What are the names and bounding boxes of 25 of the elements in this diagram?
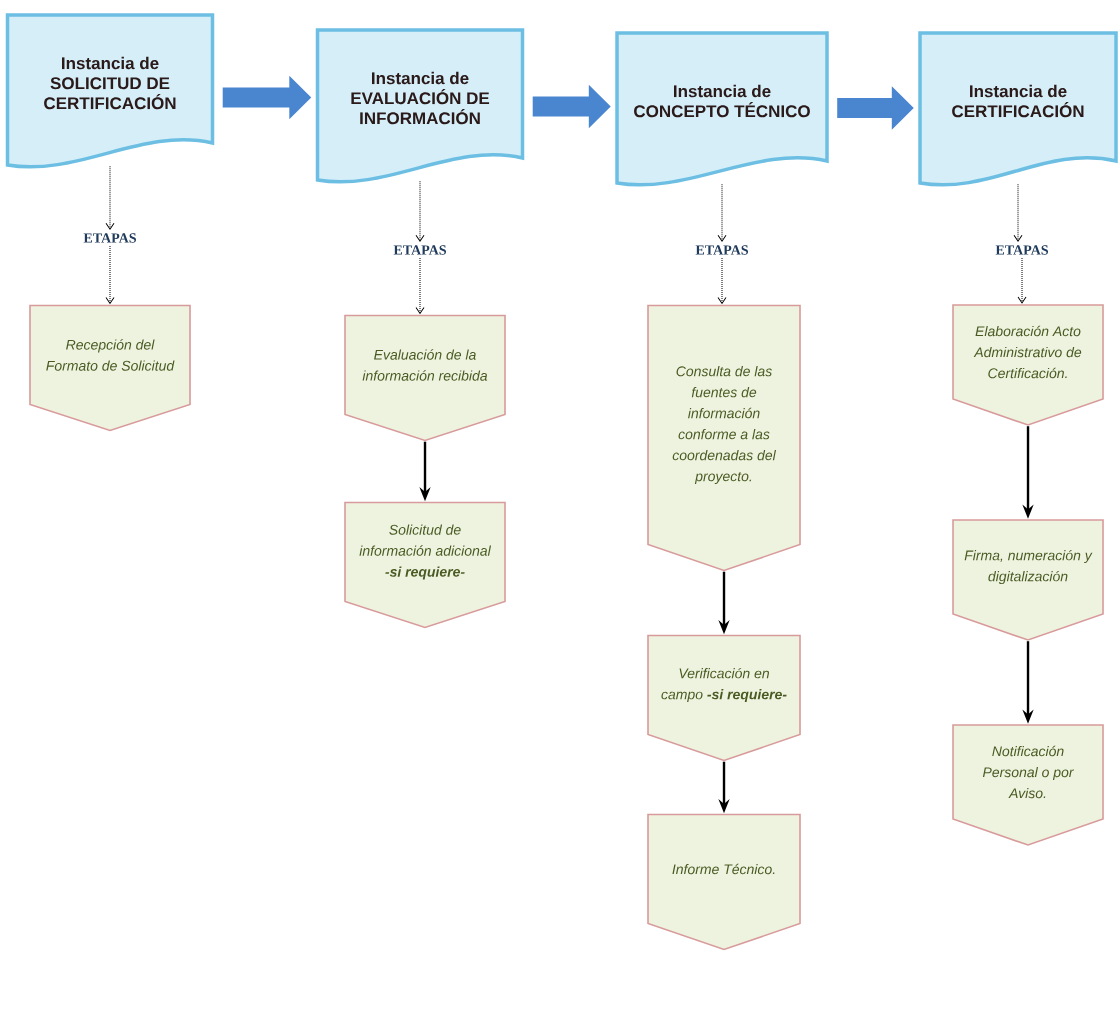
dotted-arrow	[1013, 183, 1023, 242]
step-chevron-box: Verificación en campo -si requiere-	[647, 634, 801, 762]
stage-label: ETAPAS	[995, 245, 1048, 255]
dotted-arrow	[415, 180, 425, 242]
dotted-arrow	[105, 165, 115, 230]
stage-label: ETAPAS	[695, 245, 748, 255]
step-chevron-box: Notificación Personal o por Aviso.	[952, 724, 1104, 846]
step-chevron-box: Informe Técnico.	[647, 813, 801, 951]
stage-header-box: Instancia de SOLICITUD DE CERTIFICACIÓN	[5, 13, 215, 169]
dotted-arrow	[1017, 257, 1027, 304]
stage-label: ETAPAS	[83, 233, 136, 243]
dotted-arrow	[105, 245, 115, 304]
dotted-arrow	[717, 257, 727, 304]
stage-header-box: Instancia de CONCEPTO TÉCNICO	[615, 31, 829, 187]
dotted-arrow	[415, 257, 425, 314]
step-chevron-box: Firma, numeración y digitalización	[952, 519, 1104, 641]
step-chevron-box: Consulta de las fuentes de información conforme a las coordenadas del proyecto.	[647, 304, 801, 572]
stage-header-box: Instancia de CERTIFICACIÓN	[918, 31, 1118, 187]
stage-label: ETAPAS	[393, 245, 446, 255]
step-chevron-box: Elaboración Acto Administrativo de Certificación.	[952, 304, 1104, 426]
step-chevron-box: Recepción del Formato de Solicitud	[29, 304, 191, 432]
step-chevron-box: Evaluación de la información recibida	[344, 314, 506, 442]
stage-header-box: Instancia de EVALUACIÓN DE INFORMACIÓN	[315, 28, 525, 184]
dotted-arrow	[717, 183, 727, 242]
step-chevron-box: Solicitud de información adicional -si requiere-	[344, 501, 506, 629]
